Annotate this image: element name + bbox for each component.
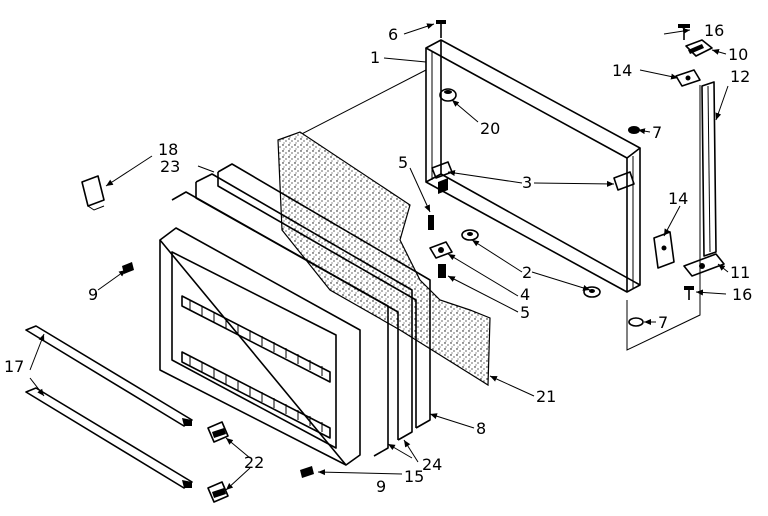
shelf-rail-17-lower bbox=[25, 387, 193, 489]
callout-15: 15 bbox=[404, 467, 424, 486]
screw-9-bottom bbox=[300, 466, 314, 478]
screw-16-bottom bbox=[684, 286, 694, 300]
plug-7-top bbox=[628, 126, 640, 134]
screw-9-left bbox=[122, 262, 134, 274]
callout-20: 20 bbox=[480, 119, 500, 138]
callout-9-bottom: 9 bbox=[376, 477, 386, 496]
callout-5-upper: 5 bbox=[398, 153, 408, 172]
callout-22: 22 bbox=[244, 453, 264, 472]
shelf-rail-17-upper bbox=[25, 325, 193, 427]
hinge-plate-14-top bbox=[675, 69, 701, 87]
clip-18 bbox=[81, 175, 105, 211]
callout-11: 11 bbox=[730, 263, 750, 282]
callout-16-top: 16 bbox=[704, 21, 724, 40]
washer-2-a bbox=[461, 229, 479, 241]
callout-12: 12 bbox=[730, 67, 750, 86]
screw-5-upper bbox=[428, 215, 434, 230]
end-cap-22-lower bbox=[207, 481, 229, 503]
hinge-11 bbox=[683, 253, 725, 277]
hinge-cap-10 bbox=[685, 39, 713, 57]
callouts: 1 2 3 4 5 5 6 7 7 8 9 9 10 11 12 14 14 1… bbox=[4, 21, 752, 496]
screw-5-lower bbox=[438, 264, 446, 278]
callout-5-lower: 5 bbox=[520, 303, 530, 322]
trim-15 bbox=[171, 191, 389, 457]
callout-21: 21 bbox=[536, 387, 556, 406]
hinge-plate-14-bottom bbox=[653, 231, 675, 269]
end-cap-22-upper bbox=[207, 421, 229, 443]
foam-insulation-21 bbox=[277, 131, 491, 387]
callout-10: 10 bbox=[728, 45, 748, 64]
callout-16-bottom: 16 bbox=[732, 285, 752, 304]
screw-6 bbox=[436, 20, 446, 38]
callout-14-bottom: 14 bbox=[668, 189, 688, 208]
callout-3: 3 bbox=[522, 173, 532, 192]
callout-23: 23 bbox=[160, 157, 180, 176]
callout-18: 18 bbox=[158, 140, 178, 159]
callout-4: 4 bbox=[520, 285, 530, 304]
callout-14-top: 14 bbox=[612, 61, 632, 80]
washer-2-b bbox=[583, 286, 601, 298]
callout-17: 17 bbox=[4, 357, 24, 376]
callout-1: 1 bbox=[370, 48, 380, 67]
callout-8: 8 bbox=[476, 419, 486, 438]
door-gasket-8 bbox=[217, 163, 431, 429]
callout-2: 2 bbox=[522, 263, 532, 282]
door-liner bbox=[159, 227, 361, 466]
hinge-bracket-3-right bbox=[613, 171, 635, 191]
frame-outline bbox=[289, 69, 701, 351]
bumper-20 bbox=[439, 88, 457, 102]
callout-7-bottom: 7 bbox=[658, 313, 668, 332]
callout-7-top: 7 bbox=[652, 123, 662, 142]
callout-24: 24 bbox=[422, 455, 442, 474]
leader-lines bbox=[29, 23, 729, 491]
door-stop-12 bbox=[701, 81, 717, 257]
callout-9-left: 9 bbox=[88, 285, 98, 304]
hinge-pin-4 bbox=[429, 241, 453, 259]
door-frame bbox=[425, 39, 641, 293]
callout-6: 6 bbox=[388, 25, 398, 44]
plug-7-bottom bbox=[628, 317, 644, 327]
